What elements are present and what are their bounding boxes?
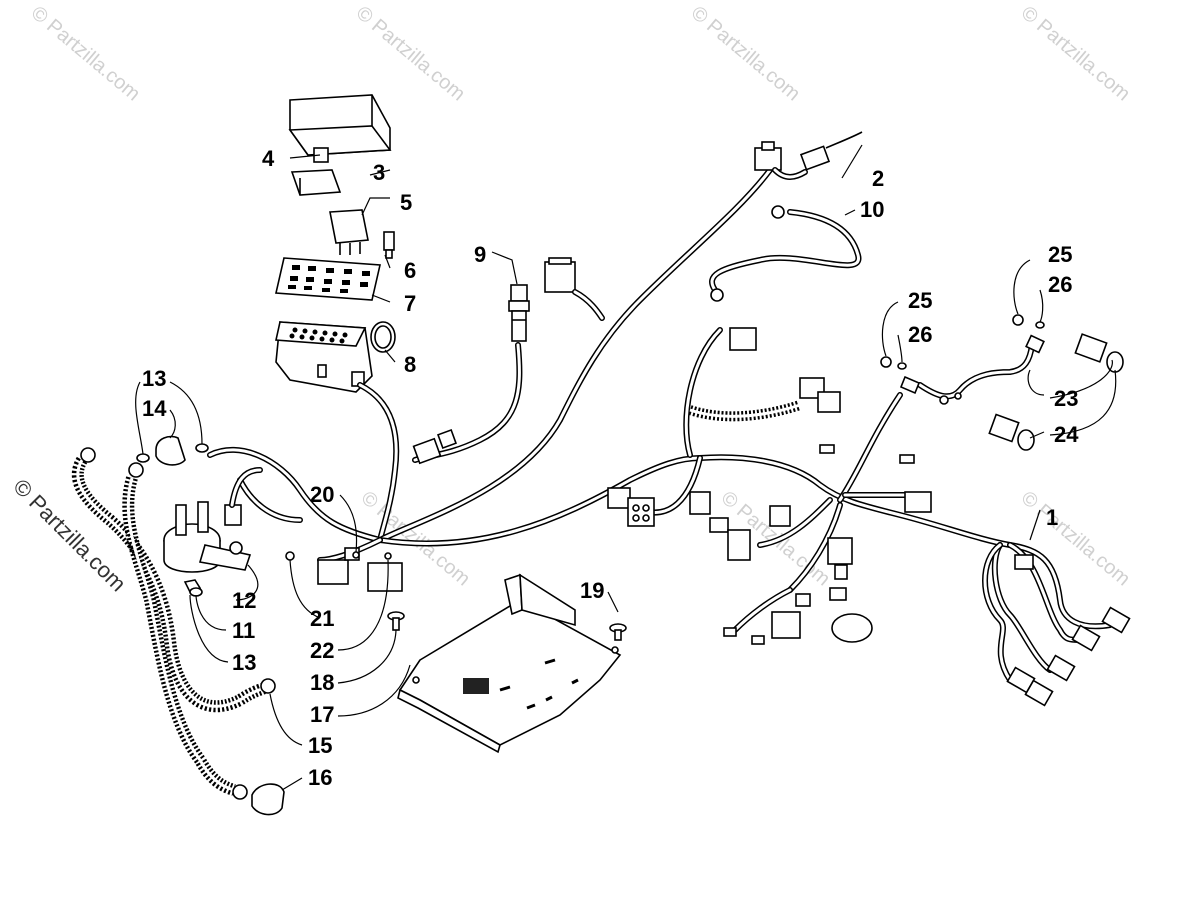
callout-14: 14 <box>142 396 167 421</box>
callout-25-left: 25 <box>908 288 932 313</box>
mounting-plate <box>397 573 622 754</box>
callout-2: 2 <box>872 166 884 191</box>
callout-4: 4 <box>262 146 275 171</box>
watermark-1: © Partzilla.com <box>27 2 144 105</box>
watermark-4: © Partzilla.com <box>1017 2 1134 105</box>
ring-clip <box>370 321 396 353</box>
sensors-right <box>899 333 1124 451</box>
harness-connectors-low <box>723 587 873 645</box>
callout-23: 23 <box>1054 386 1078 411</box>
callout-26-right: 26 <box>1048 272 1072 297</box>
leader-lines <box>135 144 1117 791</box>
callout-7: 7 <box>404 291 416 316</box>
fuse-panel-plate <box>275 257 381 301</box>
starter-solenoid <box>163 467 263 573</box>
watermark-3: © Partzilla.com <box>687 2 804 105</box>
ground-cable <box>709 205 862 302</box>
relay-cluster <box>285 547 403 592</box>
callout-11: 11 <box>232 618 255 643</box>
screw-19 <box>609 623 627 641</box>
callout-9: 9 <box>474 242 486 267</box>
parts <box>71 94 1131 816</box>
callout-labels: 1 2 3 4 5 6 7 8 9 10 11 12 13 13 14 15 1… <box>142 146 1079 790</box>
callout-17: 17 <box>310 702 334 727</box>
callout-8: 8 <box>404 352 416 377</box>
relay <box>329 209 369 255</box>
callout-13-bottom: 13 <box>232 650 256 675</box>
fuse-box-connector <box>290 169 342 196</box>
callout-19: 19 <box>580 578 604 603</box>
callout-13-top: 13 <box>142 366 166 391</box>
callout-16: 16 <box>308 765 332 790</box>
callout-1: 1 <box>1046 505 1058 530</box>
terminal-boot <box>155 435 186 466</box>
callout-6: 6 <box>404 258 416 283</box>
harness-connector-top <box>544 257 605 321</box>
screw-12 <box>229 541 243 555</box>
callout-22: 22 <box>310 638 334 663</box>
harness-connector-2 <box>754 131 863 180</box>
callout-10: 10 <box>860 197 884 222</box>
callout-26-left: 26 <box>908 322 932 347</box>
watermark-2: © Partzilla.com <box>352 2 469 105</box>
fuse <box>383 231 395 259</box>
screw-18 <box>387 611 405 631</box>
washers-13 <box>136 443 209 597</box>
callout-5: 5 <box>400 190 412 215</box>
watermark-side: © Partzilla.com <box>8 474 131 597</box>
callout-15: 15 <box>308 733 332 758</box>
harness-connectors-mid <box>607 327 932 580</box>
nuts-washers <box>880 314 1045 370</box>
callout-21: 21 <box>310 606 334 631</box>
callout-18: 18 <box>310 670 334 695</box>
callout-24: 24 <box>1054 422 1079 447</box>
fuse-box-base <box>275 321 373 393</box>
battery-cable <box>71 447 276 800</box>
callout-20: 20 <box>310 482 334 507</box>
coiled-wire <box>688 400 802 422</box>
harness-branch-1 <box>982 542 1131 707</box>
sensor <box>508 284 530 342</box>
callout-3: 3 <box>373 160 385 185</box>
callout-25-right: 25 <box>1048 242 1072 267</box>
terminal-cap <box>251 783 285 816</box>
fuse-box-cover <box>288 94 392 163</box>
inline-connector <box>412 429 457 465</box>
callout-12: 12 <box>232 588 256 613</box>
